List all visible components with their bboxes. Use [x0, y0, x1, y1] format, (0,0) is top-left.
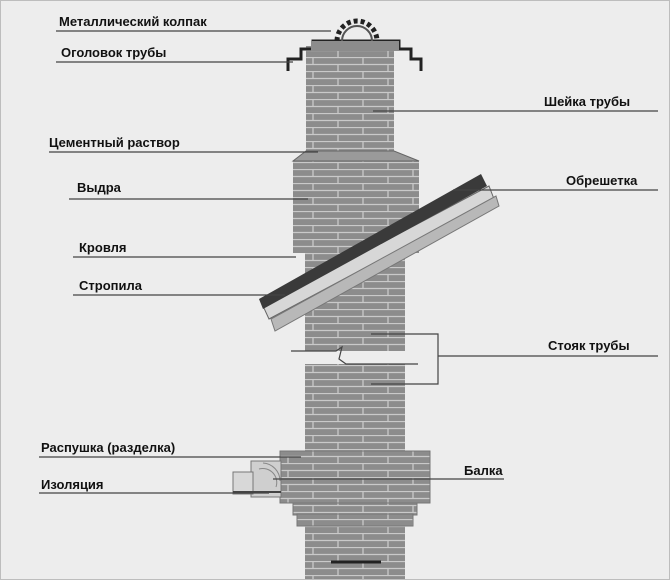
roof: [259, 174, 500, 332]
label-insulation: Изоляция: [41, 477, 104, 492]
chimney-neck: [306, 46, 394, 154]
label-battens: Обрешетка: [566, 173, 638, 188]
label-beam: Балка: [464, 463, 503, 478]
label-cement-mortar: Цементный раствор: [49, 135, 180, 150]
label-chimney-head: Оголовок трубы: [61, 45, 166, 60]
label-otter: Выдра: [77, 180, 122, 195]
label-chimney-neck: Шейка трубы: [544, 94, 630, 109]
label-rafters: Стропила: [79, 278, 143, 293]
fluff-section: [279, 450, 431, 504]
label-riser: Стояк трубы: [548, 338, 630, 353]
cement-mortar: [291, 150, 420, 162]
metal-cap: [334, 18, 380, 42]
label-metal-cap: Металлический колпак: [59, 14, 207, 29]
label-fluff: Распушка (разделка): [41, 440, 175, 455]
leader-lines: [39, 30, 658, 494]
break-gap: [291, 351, 418, 364]
label-roof: Кровля: [79, 240, 126, 255]
